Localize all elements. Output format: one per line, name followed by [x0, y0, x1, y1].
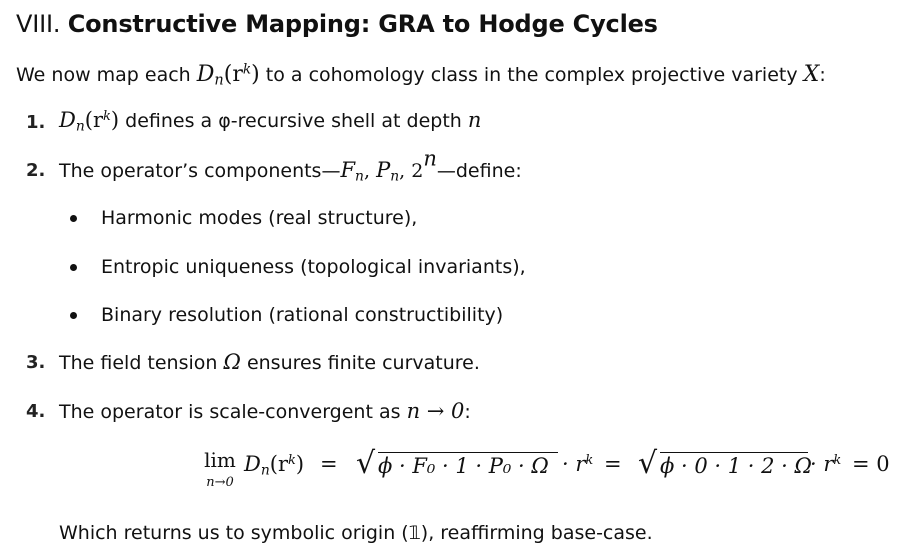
intro-text-mid: to a cohomology class in the complex pro… [259, 64, 804, 86]
intro-text-end: : [819, 64, 826, 86]
list-text: The operator’s components—Fn, Pn, 2n—def… [59, 146, 522, 185]
list-text: Dn(rk) defines a φ-recursive shell at de… [59, 108, 482, 135]
limit-equation: lim n→0 Dn(rk) = √ ϕ · F₀ · 1 · P₀ · Ω ·… [200, 446, 900, 498]
bullet-text: Harmonic modes (real structure), [101, 207, 418, 229]
list-number: 3. [26, 352, 46, 373]
math-2n: 2n [411, 146, 437, 182]
section-numeral: VIII. [16, 10, 61, 38]
math-omega: Ω [223, 350, 241, 374]
bullet-dot [70, 264, 77, 271]
multiplier: · rk [810, 452, 842, 476]
math-pn: Pn [376, 158, 400, 185]
limit-operator: lim n→0 [204, 448, 236, 490]
radical-sign: √ [638, 446, 658, 481]
math-fn: Fn [340, 158, 364, 185]
multiplier: · rk [562, 452, 594, 476]
radical-sign: √ [356, 446, 376, 481]
list-text: The operator is scale-convergent as n → … [59, 399, 471, 423]
math-n-to-0: n → 0 [406, 399, 465, 423]
intro-text-pre: We now map each [16, 64, 197, 86]
list-text: The field tension Ω ensures finite curva… [59, 350, 480, 374]
bullet-text: Binary resolution (rational constructibi… [101, 304, 504, 326]
intro-math-dn: Dn(rk) [196, 61, 260, 89]
equation-result: = 0 [852, 452, 890, 476]
list-number: 1. [26, 112, 46, 133]
section-heading: VIII. Constructive Mapping: GRA to Hodge… [16, 10, 658, 38]
equals-sign: = [320, 452, 338, 476]
list-number: 4. [26, 401, 46, 422]
closing-sentence: Which returns us to symbolic origin (𝟙),… [59, 522, 653, 544]
list-number: 2. [26, 160, 46, 181]
bullet-dot [70, 312, 77, 319]
intro-math-x: X [803, 62, 820, 87]
intro-paragraph: We now map each Dn(rk) to a cohomology c… [16, 61, 826, 89]
bullet-text: Entropic uniqueness (topological invaria… [101, 256, 526, 278]
equation-lhs: Dn(rk) [244, 452, 305, 479]
math-dn: Dn(rk) [59, 108, 120, 135]
bullet-dot [70, 215, 77, 222]
equals-sign: = [604, 452, 622, 476]
radicand: ϕ · F₀ · 1 · P₀ · Ω [378, 452, 558, 478]
radicand: ϕ · 0 · 1 · 2 · Ω [660, 452, 812, 478]
section-title: Constructive Mapping: GRA to Hodge Cycle… [67, 10, 658, 38]
